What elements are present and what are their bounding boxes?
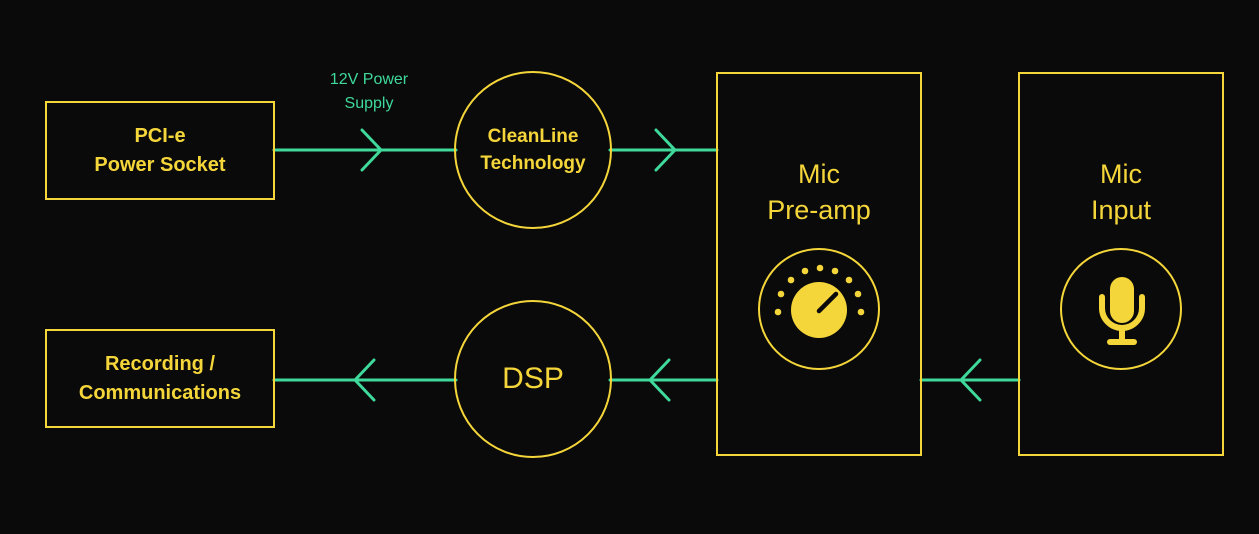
node-label: DSP (502, 362, 564, 395)
node-label: Technology (480, 153, 586, 174)
node-recording-communications: Recording / Communications (45, 329, 275, 428)
node-title: Mic Pre-amp (767, 156, 871, 228)
microphone-icon (1060, 248, 1182, 370)
node-label: CleanLine (487, 126, 579, 147)
arrow-right-icon (654, 128, 678, 172)
arrow-left-icon (352, 358, 376, 402)
node-label: PCI-e (134, 124, 186, 147)
node-label: Input (1090, 195, 1152, 225)
node-label: Mic (1100, 159, 1142, 189)
node-pcie-power-socket: PCI-e Power Socket (45, 101, 275, 200)
node-dsp: DSP (454, 300, 612, 458)
edge-label-line: 12V Power (329, 71, 409, 88)
node-label: Power Socket (94, 153, 226, 176)
node-cleanline-technology: CleanLine Technology (454, 71, 612, 229)
node-label: Pre-amp (767, 195, 871, 225)
arrow-left-icon (647, 358, 671, 402)
edge-label-12v-power: 12V Power Supply (308, 68, 430, 116)
node-mic-input: Mic Input (1018, 72, 1224, 456)
node-mic-preamp: Mic Pre-amp (716, 72, 922, 456)
node-title: Mic Input (1091, 156, 1151, 228)
edge-label-line: Supply (344, 95, 394, 112)
gain-knob-icon (758, 248, 880, 370)
node-label: Communications (78, 381, 242, 404)
arrow-left-icon (958, 358, 982, 402)
node-label: Mic (798, 159, 840, 189)
node-label: Recording / (104, 352, 215, 375)
arrow-right-icon (360, 128, 384, 172)
